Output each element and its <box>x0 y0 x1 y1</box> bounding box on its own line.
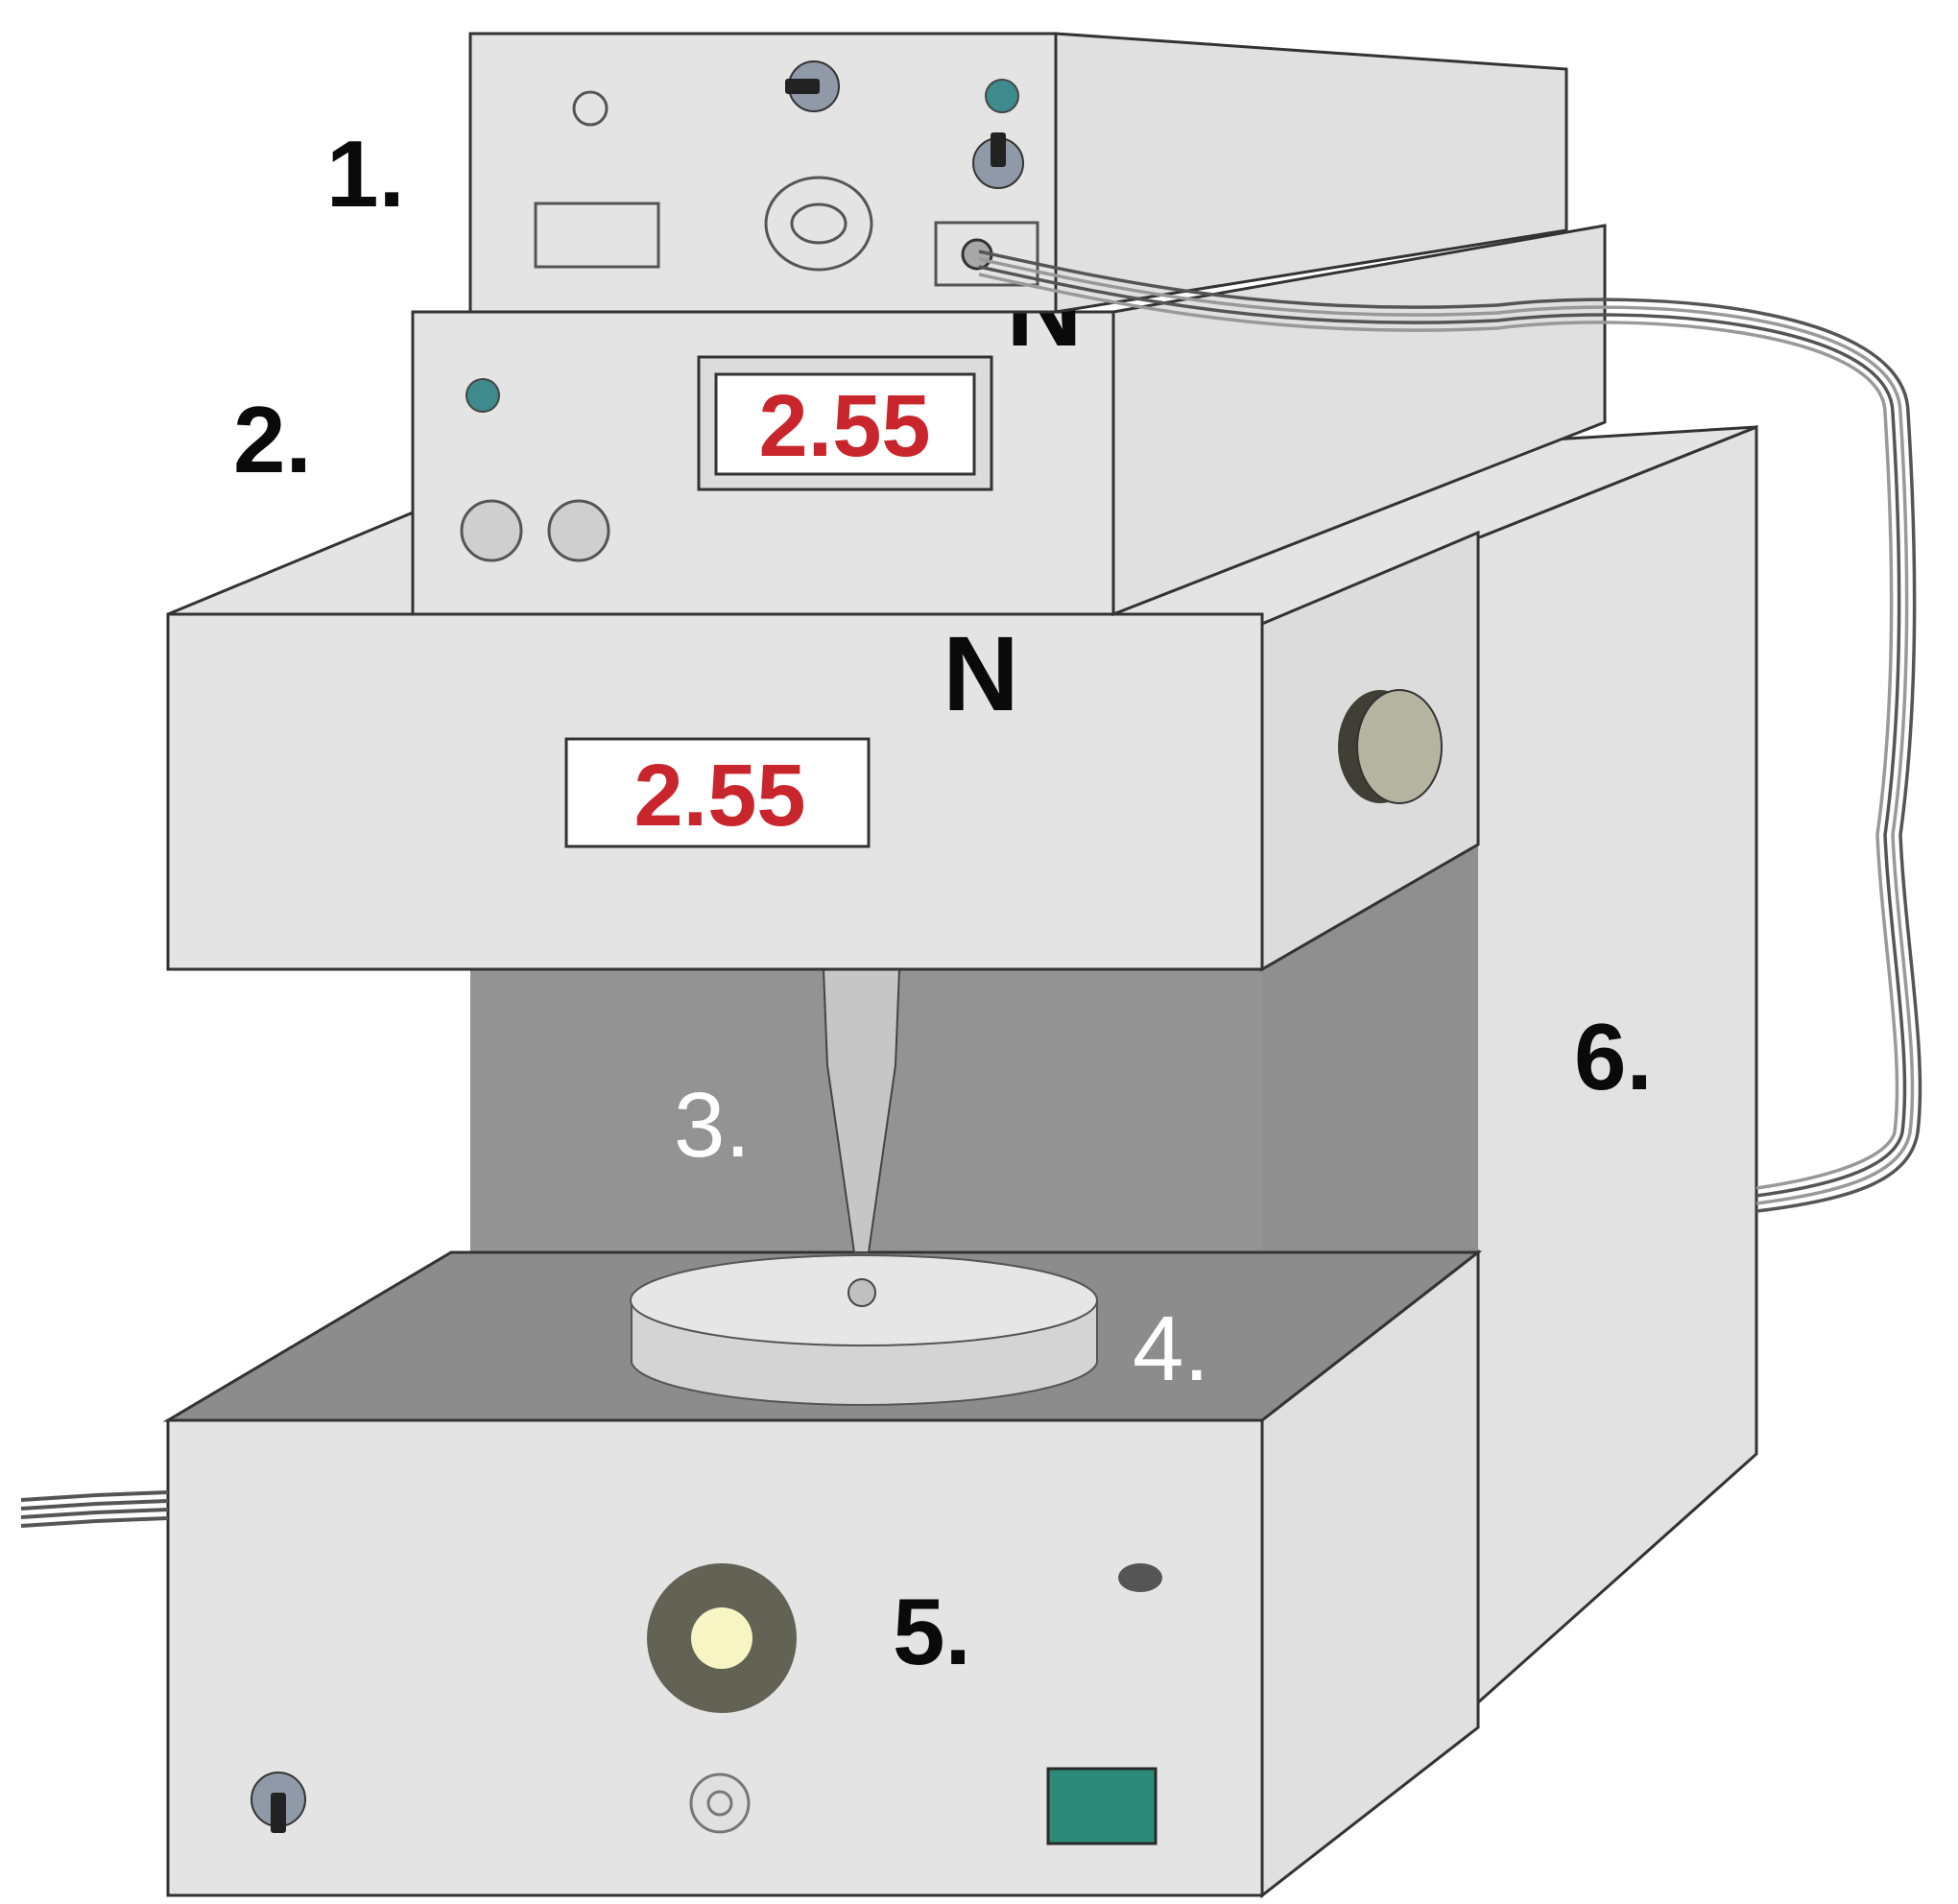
power-cable <box>20 1490 169 1528</box>
label-unit-3: 3. <box>674 1074 751 1177</box>
measuring-head: 2.55 N <box>166 530 1480 972</box>
disk-contact-point <box>848 1278 876 1307</box>
upper-display-frame <box>714 372 976 476</box>
round-button-left[interactable] <box>460 499 523 562</box>
control-unit <box>468 32 1568 314</box>
control-unit-toggle-vertical[interactable] <box>972 132 1024 189</box>
front-display-frame <box>564 737 871 848</box>
base-unit <box>166 1249 1480 1899</box>
label-unit-6: 6. <box>1574 1004 1653 1109</box>
dial-inner[interactable] <box>790 202 848 245</box>
control-unit-toggle-horizontal[interactable] <box>785 60 840 112</box>
head-knob[interactable] <box>1338 689 1443 804</box>
control-unit-small-indicator <box>572 90 609 127</box>
control-unit-indicator-light <box>985 79 1019 113</box>
toggle-horizontal-lever[interactable] <box>785 79 820 94</box>
toggle-vertical-lever[interactable] <box>991 132 1006 167</box>
upper-display-readout: 2.55 <box>758 377 930 475</box>
callout-labels: 1. 2. 3. 4. 5. 6. <box>233 121 1653 1684</box>
display-unit-indicator-light <box>466 378 500 413</box>
cavity-back-wall <box>470 969 1478 1257</box>
label-unit-5: 5. <box>893 1579 971 1684</box>
base-indicator-light <box>1118 1563 1162 1592</box>
front-display-readout: 2.55 <box>633 747 805 845</box>
control-unit-dial[interactable] <box>764 176 873 272</box>
n-mark-front: N <box>943 615 1018 733</box>
round-button-right[interactable] <box>547 499 610 562</box>
base-toggle-switch[interactable] <box>251 1772 306 1833</box>
knob-face[interactable] <box>1356 689 1443 804</box>
control-unit-slot <box>534 202 660 269</box>
signal-cable <box>978 250 1922 1213</box>
cavity-side-wall <box>1262 845 1478 1257</box>
socket-inner <box>706 1790 733 1817</box>
lamp-light <box>691 1607 752 1669</box>
label-unit-1: 1. <box>326 121 405 226</box>
base-connector-socket[interactable] <box>689 1773 751 1834</box>
label-unit-2: 2. <box>233 387 312 492</box>
toggle-switch-lever[interactable] <box>271 1793 286 1833</box>
sample-disk <box>630 1254 1098 1406</box>
label-unit-4: 4. <box>1133 1297 1209 1400</box>
green-button[interactable] <box>1046 1767 1158 1845</box>
